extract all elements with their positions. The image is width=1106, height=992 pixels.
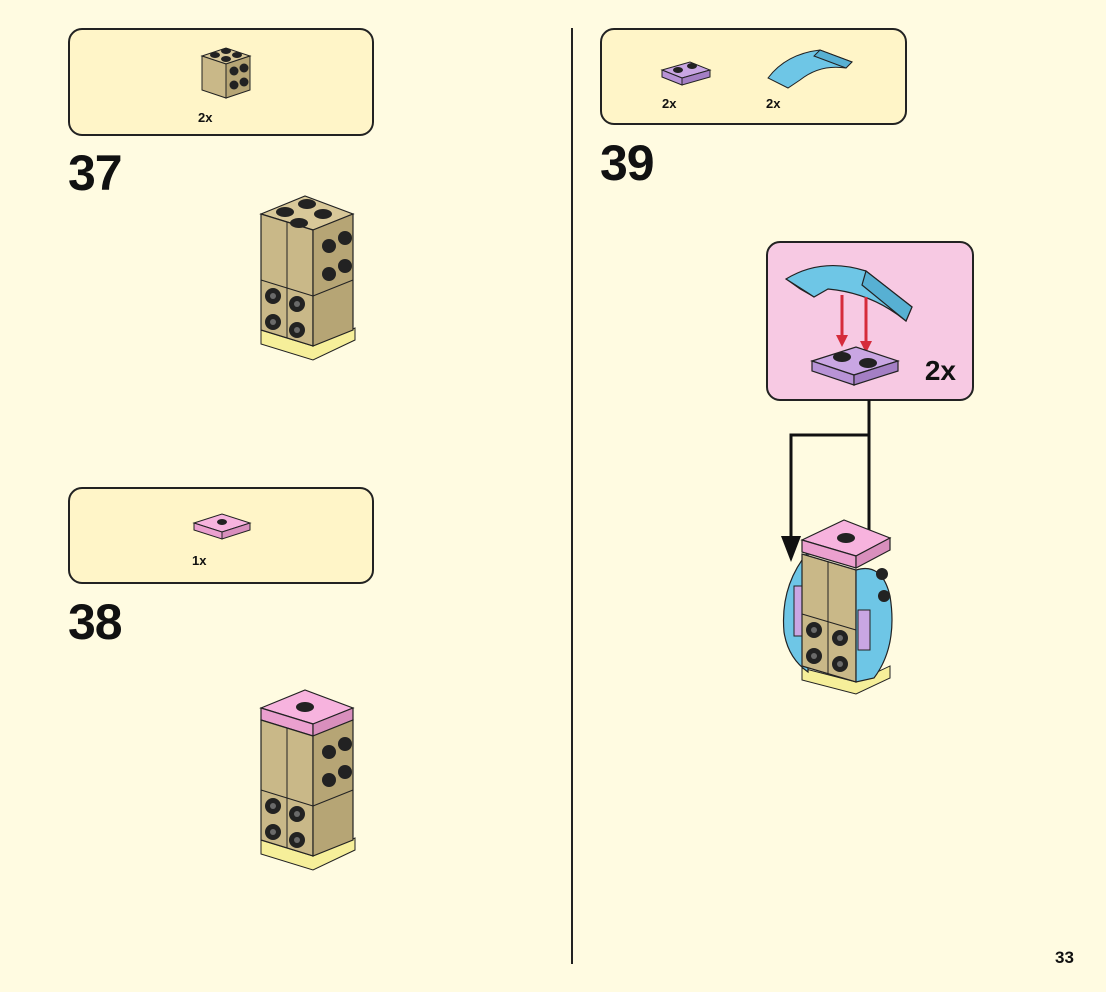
part-qty: 2x <box>766 96 781 111</box>
step-37-model-illustration <box>259 195 356 361</box>
page-number: 33 <box>1055 948 1074 967</box>
blue-curved-slope-icon <box>767 49 853 89</box>
step-38-model-illustration <box>259 689 356 871</box>
pink-jumper-plate-icon <box>192 513 252 540</box>
part-qty: 2x <box>198 110 213 125</box>
step-38-parts-box: 1x <box>68 487 374 584</box>
step-37-parts-box: 2x <box>68 28 374 136</box>
step-39-model-illustration <box>782 519 893 695</box>
step-number: 39 <box>600 135 655 191</box>
subassembly-illustration <box>784 264 913 386</box>
part-qty: 2x <box>662 96 677 111</box>
tan-brick-2x2-icon <box>200 47 252 99</box>
step-39-parts-box: 2x 2x <box>600 28 907 125</box>
step-number: 37 <box>68 145 123 201</box>
subassembly-callout: 2x <box>766 241 974 401</box>
step-number: 38 <box>68 594 123 650</box>
callout-qty: 2x <box>924 355 956 386</box>
part-qty: 1x <box>192 553 207 568</box>
lavender-plate-1x2-icon <box>660 61 712 86</box>
column-divider <box>571 28 573 964</box>
